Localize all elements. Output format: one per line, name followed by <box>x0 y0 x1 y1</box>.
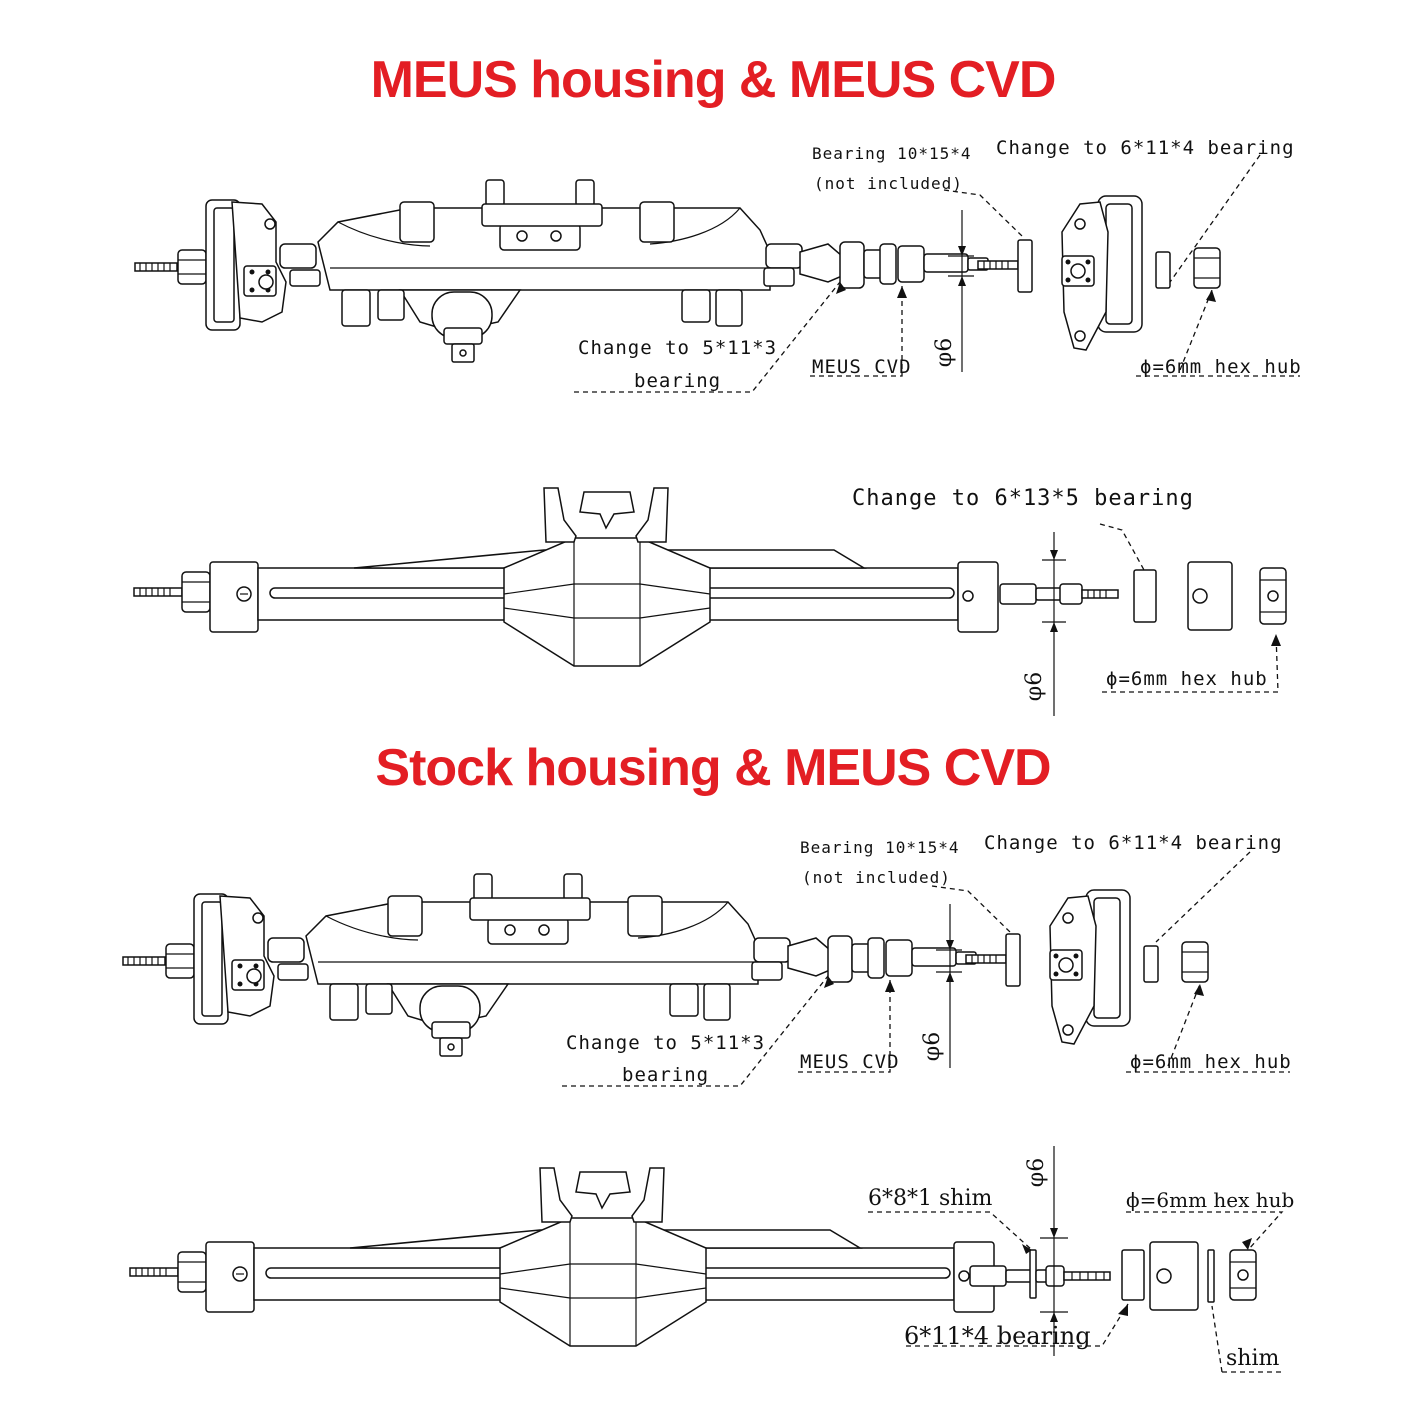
bearing-note-line1: Bearing 10*15*4 <box>800 838 960 857</box>
front-axle-2-leaders <box>562 851 1290 1087</box>
hex-hub-label: ϕ=6mm hex hub <box>1126 1188 1295 1212</box>
shim-bottom-label: shim <box>1226 1346 1280 1371</box>
hex-hub-label: ϕ=6mm hex hub <box>1130 1051 1292 1073</box>
title-meus-housing: MEUS housing & MEUS CVD <box>370 51 1057 109</box>
meus-cvd-label: MEUS CVD <box>812 356 912 378</box>
change-inner-bearing-line1: Change to 5*11*3 <box>566 1032 766 1054</box>
rear-axle-1 <box>133 487 999 667</box>
change-outer-bearing-label: Change to 6*11*4 bearing <box>996 137 1295 159</box>
shim-label: 6*8*1 shim <box>868 1186 993 1211</box>
hex-hub-label: ϕ=6mm hex hub <box>1106 668 1268 690</box>
rear-axle-2 <box>129 1167 995 1347</box>
rear-axle-2-parts <box>868 1146 1284 1373</box>
bearing-label: 6*11*4 bearing <box>904 1322 1091 1350</box>
front-axle-1-leaders <box>574 154 1300 393</box>
front-axle-1 <box>134 179 1221 363</box>
bearing-note-line1: Bearing 10*15*4 <box>812 144 972 163</box>
hex-hub-label: ϕ=6mm hex hub <box>1140 356 1302 378</box>
title-stock-housing: Stock housing & MEUS CVD <box>375 739 1051 797</box>
phi6-label: φ6 <box>1024 1157 1050 1188</box>
meus-cvd-label: MEUS CVD <box>800 1051 900 1073</box>
rear-axle-1-parts <box>999 523 1287 716</box>
change-inner-bearing-line2: bearing <box>634 370 722 392</box>
phi6-label: φ6 <box>932 337 958 368</box>
front-axle-2 <box>122 873 1209 1057</box>
phi6-label: φ6 <box>920 1031 946 1062</box>
change-outer-bearing-label: Change to 6*11*4 bearing <box>984 832 1283 854</box>
change-bearing-label: Change to 6*13*5 bearing <box>852 486 1194 511</box>
bearing-note-line2: (not included) <box>814 174 963 193</box>
change-inner-bearing-line1: Change to 5*11*3 <box>578 337 778 359</box>
bearing-note-line2: (not included) <box>802 868 951 887</box>
phi6-label: φ6 <box>1022 671 1048 702</box>
change-inner-bearing-line2: bearing <box>622 1064 710 1086</box>
